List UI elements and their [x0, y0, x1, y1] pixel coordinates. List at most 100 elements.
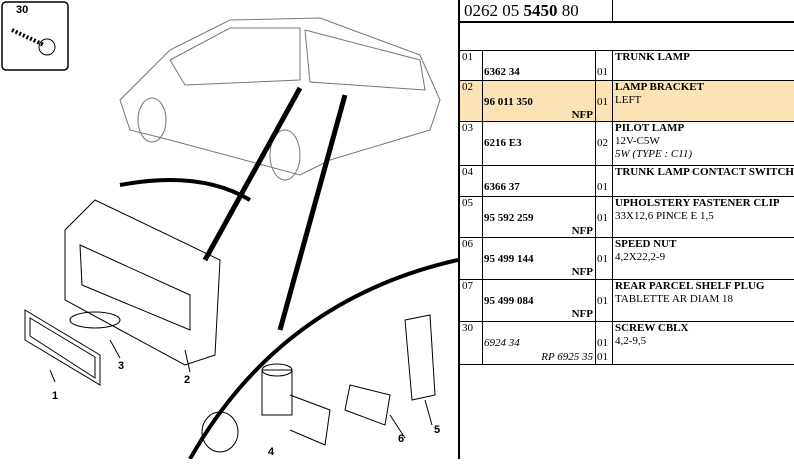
qty-cell: 02	[596, 122, 613, 166]
screw-icon	[11, 28, 56, 56]
zoom-arc	[119, 178, 252, 202]
zoom-arc	[188, 258, 459, 460]
nfp-note: NFP	[571, 109, 593, 121]
leader-line	[277, 94, 348, 331]
part-detail: TABLETTE AR DIAM 18	[615, 293, 733, 305]
item-number: 06	[460, 238, 483, 280]
speed-nut	[344, 384, 391, 426]
part-detail: 12V-C5W	[615, 135, 660, 147]
part-detail: 5W (TYPE : C11)	[615, 148, 693, 160]
ref-cell: 6362 34	[482, 51, 596, 81]
part-reference: 6362 34	[484, 66, 520, 78]
code-suffix: 80	[557, 1, 579, 20]
lamp-bracket	[64, 199, 221, 366]
code-prefix: 0262 05	[464, 1, 524, 20]
part-detail: 4,2X22,2-9	[615, 251, 666, 263]
callout-4: 4	[268, 446, 275, 458]
pilot-lamp-bulb	[69, 311, 121, 329]
header-divider	[460, 21, 794, 23]
quantity: 01	[597, 295, 608, 307]
car-outline	[119, 17, 441, 181]
part-title: REAR PARCEL SHELF PLUG	[615, 280, 765, 292]
qty-cell: 01	[596, 51, 613, 81]
part-title: LAMP BRACKET	[615, 81, 704, 93]
item-number: 02	[460, 81, 483, 122]
quantity: 01	[597, 181, 608, 193]
qty-cell: 01	[596, 197, 613, 238]
part-reference: 96 011 350	[484, 96, 533, 108]
diagram-svg	[1, 1, 459, 460]
table-row[interactable]: 01 6362 34 01 TRUNK LAMP	[460, 50, 794, 81]
quantity: 01	[597, 212, 608, 224]
part-title: UPHOLSTERY FASTENER CLIP	[615, 197, 780, 209]
callout-30: 30	[16, 4, 29, 16]
callout-6: 6	[398, 433, 405, 445]
table-bottom	[460, 364, 794, 365]
nfp-note: NFP	[571, 225, 593, 237]
fastener-clip	[404, 314, 436, 401]
table-row[interactable]: 04 6366 37 01 TRUNK LAMP CONTACT SWITCH	[460, 165, 794, 197]
leader-line	[202, 86, 303, 262]
part-reference: 95 499 144	[484, 253, 534, 265]
qty-cell: 01	[596, 280, 613, 322]
part-detail: LEFT	[615, 94, 642, 106]
callout-3: 3	[118, 360, 125, 372]
parts-table: 0262 05 5450 80 01 6362 34 01 TRUNK LAMP…	[458, 0, 794, 459]
ref-cell: 6366 37	[482, 166, 596, 197]
part-detail: 4,2-9,5	[615, 335, 647, 347]
quantity-2: 01	[597, 351, 608, 363]
part-reference: 95 592 259	[484, 212, 534, 224]
part-title: SCREW CBLX	[615, 322, 689, 334]
screw-box	[1, 1, 69, 71]
item-number: 01	[460, 51, 483, 81]
diagram-code: 0262 05 5450 80	[460, 0, 613, 22]
part-title: TRUNK LAMP CONTACT SWITCH	[615, 166, 794, 178]
item-number: 03	[460, 122, 483, 166]
nfp-note: NFP	[571, 308, 593, 320]
quantity: 02	[597, 137, 608, 149]
item-number: 30	[460, 322, 483, 365]
exploded-parts-diagram: 30 1 2 3 4 5 6	[1, 1, 459, 460]
part-reference: 95 499 084	[484, 295, 534, 307]
code-bold: 5450	[523, 1, 558, 20]
item-number: 04	[460, 166, 483, 197]
item-number: 07	[460, 280, 483, 322]
ref-cell: 6216 E3	[482, 122, 596, 166]
callout-2: 2	[184, 374, 191, 386]
quantity: 01	[597, 337, 608, 349]
nfp-note: RP 6925 35	[541, 351, 593, 363]
quantity: 01	[597, 66, 608, 78]
part-title: SPEED NUT	[615, 238, 677, 250]
callout-5: 5	[434, 424, 441, 436]
qty-cell: 01	[596, 81, 613, 122]
quantity: 01	[597, 96, 608, 108]
part-reference: 6366 37	[484, 181, 520, 193]
item-number: 05	[460, 197, 483, 238]
desc-cell: TRUNK LAMP CONTACT SWITCH	[613, 166, 794, 197]
part-detail: 33X12,6 PINCE E 1,5	[615, 210, 714, 222]
shelf-plug	[201, 411, 239, 453]
qty-cell: 01	[596, 166, 613, 197]
callout-1: 1	[52, 390, 59, 402]
quantity: 01	[597, 253, 608, 265]
contact-switch	[261, 363, 331, 446]
part-title: PILOT LAMP	[615, 122, 685, 134]
